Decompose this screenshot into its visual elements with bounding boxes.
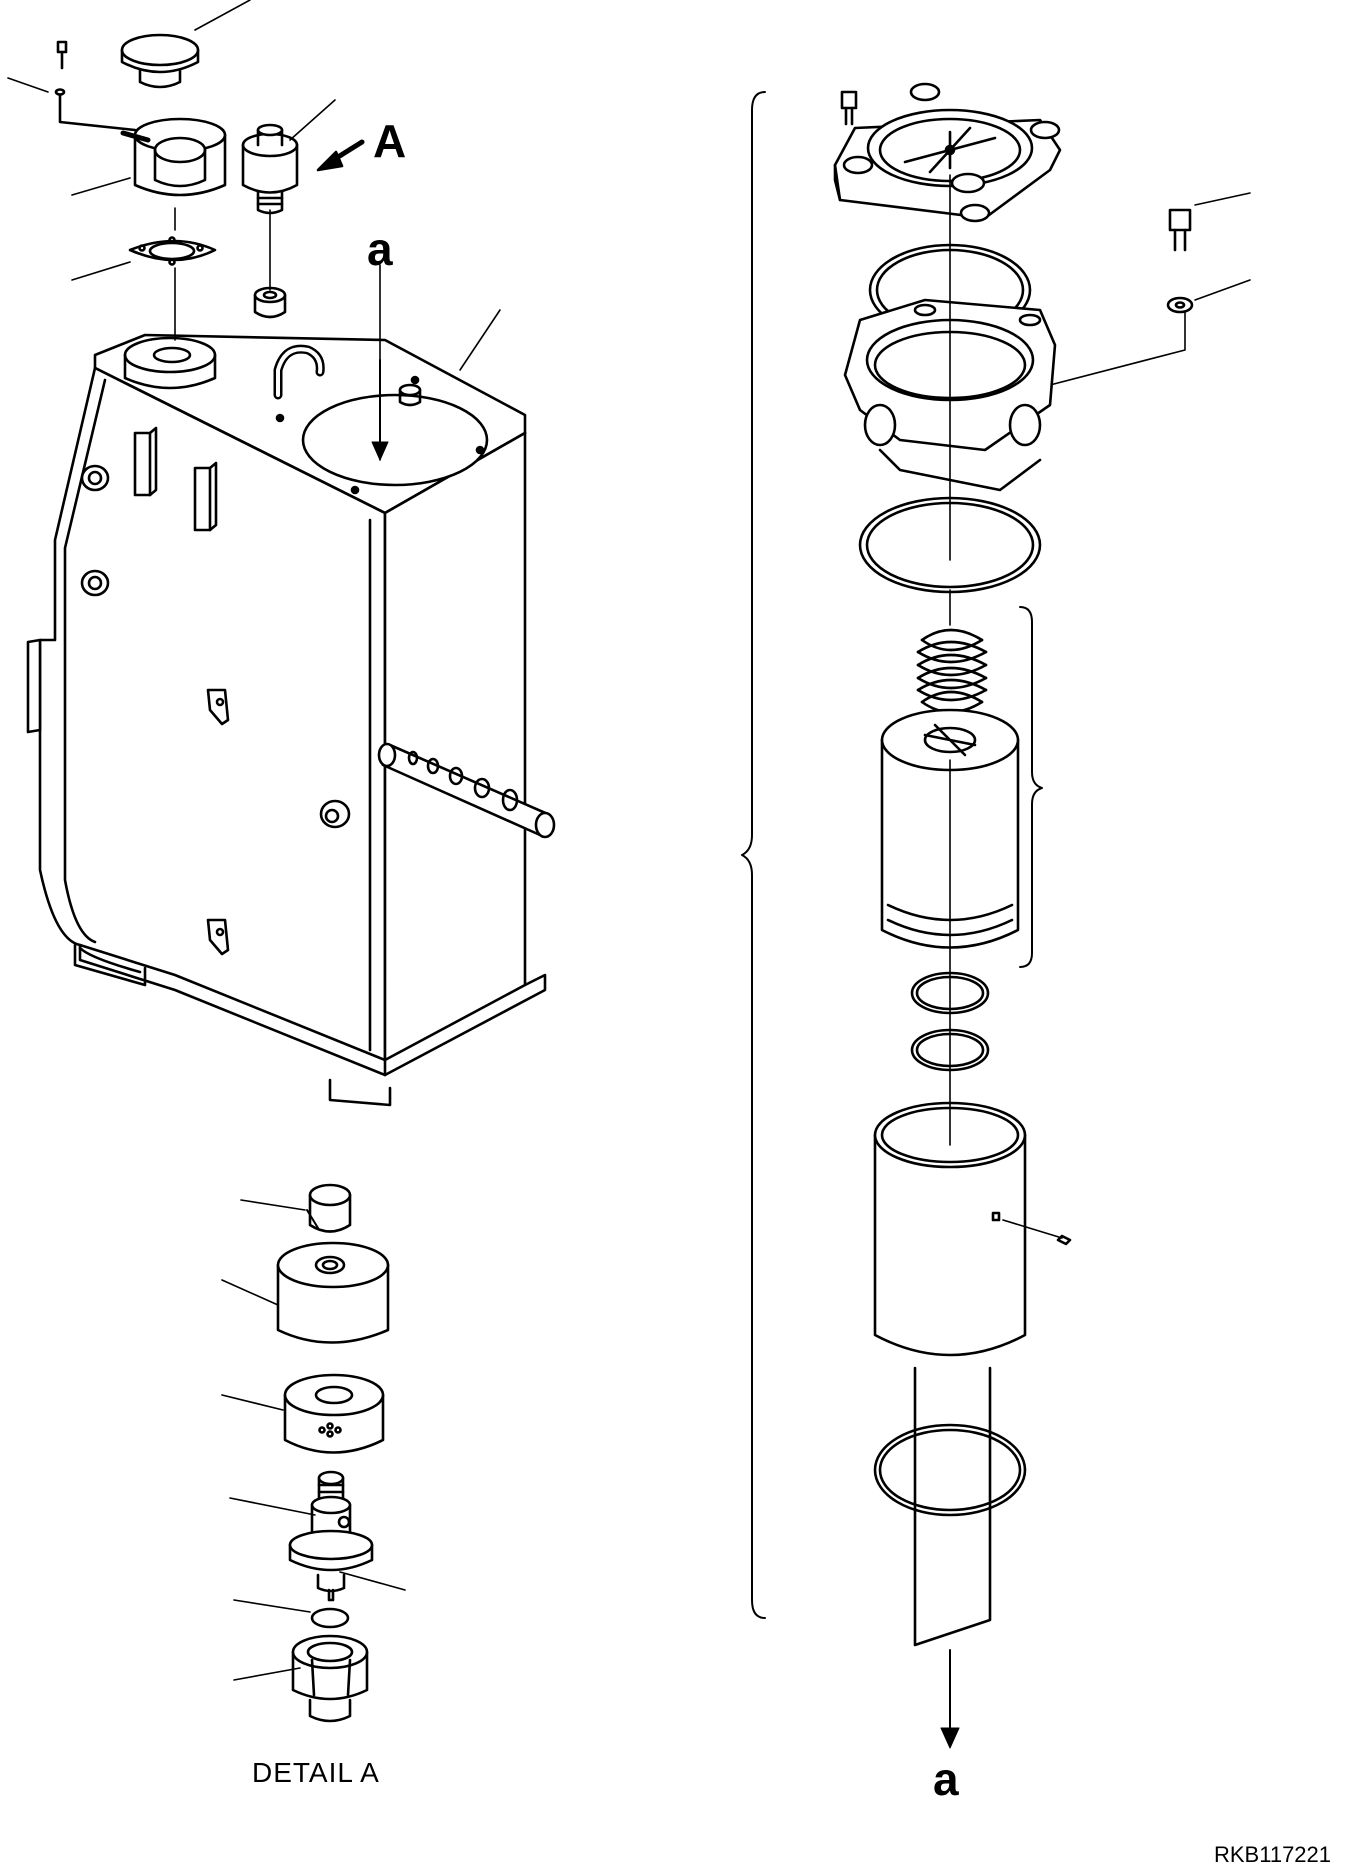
connection-label-bottom: a <box>933 1753 959 1805</box>
connection-label-top: a <box>367 223 393 275</box>
detail-caption: DETAIL A <box>252 1757 380 1788</box>
view-label-a: A <box>373 115 407 167</box>
breather-valve <box>241 123 299 215</box>
filter-case <box>873 1101 1072 1647</box>
flow-arrow-bottom-head <box>940 1727 960 1749</box>
small-bolt-and-washer <box>54 40 137 132</box>
mount-bolt-and-washer <box>1166 208 1194 314</box>
tank-side-fittings <box>80 426 556 956</box>
filter-cover <box>833 82 1062 223</box>
assembly-bracket-large <box>741 91 766 1619</box>
assembly-bracket-small <box>1019 606 1043 968</box>
filler-cap <box>120 33 200 89</box>
spring <box>916 628 988 714</box>
view-a-arrow <box>316 139 365 172</box>
flow-arrow-top-head <box>371 441 389 461</box>
detail-a-parts <box>276 1183 390 1723</box>
leader-lines <box>7 0 1251 1681</box>
tank-top-fittings <box>123 286 489 495</box>
strainer-and-flange <box>120 117 227 266</box>
drawing-code: RKB117221 <box>1214 1842 1332 1867</box>
